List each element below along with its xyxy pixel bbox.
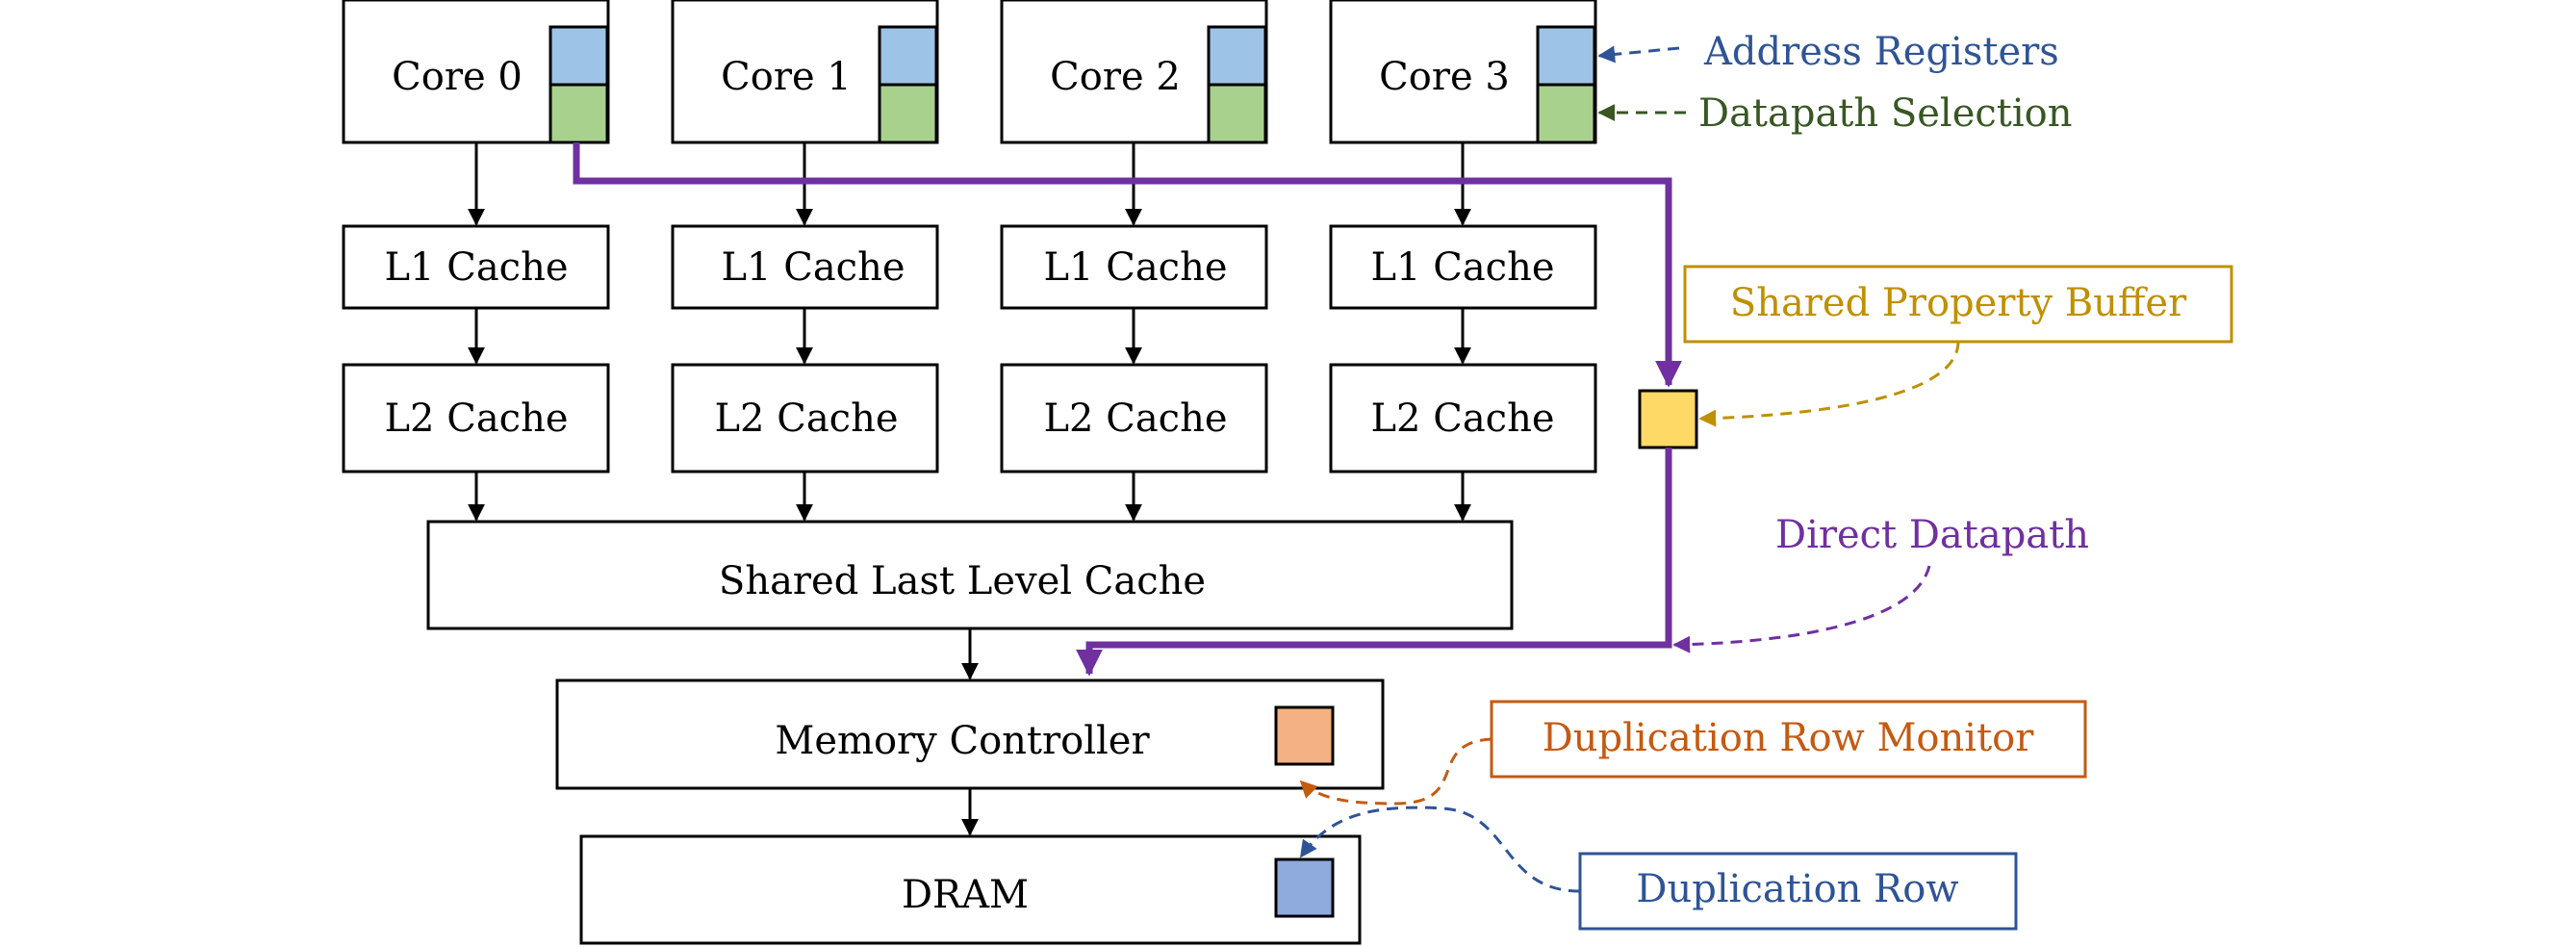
l2-cache-1 [671, 363, 939, 474]
l2-cache-2 [1000, 363, 1268, 474]
address-registers-label: Address Registers [1703, 30, 2059, 74]
duplication-row-callout [1578, 852, 2018, 931]
dram-box [579, 834, 1362, 945]
memory-controller-box [555, 678, 1385, 790]
direct-datapath-pointer [1672, 565, 1931, 653]
core-0-label: Core 0 [392, 55, 523, 99]
l2-cache-0-label: L2 Cache [384, 397, 568, 441]
l1-cache-3-label: L1 Cache [1370, 245, 1554, 290]
datapath-selection-label: Datapath Selection [1698, 91, 2073, 136]
duplication-row-pointer [1299, 806, 1581, 893]
l2-cache-1-label: L2 Cache [714, 397, 898, 441]
l2-cache-3 [1329, 363, 1597, 474]
core-2: Core 2 [1000, 0, 1268, 144]
l1-cache-1 [671, 224, 939, 310]
core-2-label: Core 2 [1050, 55, 1181, 99]
duplication-row-label: Duplication Row [1636, 867, 1958, 911]
l2-cache-3-label: L2 Cache [1370, 397, 1554, 441]
l2-cache-2-label: L2 Cache [1043, 397, 1227, 441]
datapath-selection-3 [1536, 83, 1596, 144]
l1-cache-2 [1000, 224, 1268, 310]
shared-llc-box [426, 520, 1514, 630]
duplication-row-monitor-label: Duplication Row Monitor [1543, 716, 2035, 760]
address-registers-pointer [1597, 45, 1680, 64]
core-1-label: Core 1 [721, 55, 852, 99]
l1-cache-0-label: L1 Cache [384, 245, 568, 290]
shared-property-buffer-label: Shared Property Buffer [1730, 281, 2187, 325]
address-register-2 [1207, 25, 1267, 87]
direct-datapath-lower-line [1076, 448, 1672, 677]
l1-cache-1-label: L1 Cache [721, 245, 905, 290]
memory-controller-label: Memory Controller [775, 719, 1150, 763]
address-register-1 [878, 25, 938, 87]
shared-property-buffer-square [1638, 389, 1698, 449]
l1-cache-2-label: L1 Cache [1043, 245, 1227, 290]
direct-datapath-upper-line [573, 142, 1682, 388]
l1-cache-3 [1329, 224, 1597, 310]
duplication-row-square [1274, 857, 1335, 918]
direct-datapath-label: Direct Datapath [1775, 513, 2089, 557]
shared-property-buffer-pointer [1698, 341, 1960, 427]
core-0: Core 0 [342, 0, 610, 144]
dram-label: DRAM [902, 873, 1029, 917]
l2-cache-0 [342, 363, 610, 474]
core-1: Core 1 [671, 0, 939, 144]
address-register-0 [548, 25, 609, 87]
l1-cache-0 [342, 224, 610, 310]
datapath-selection-0 [548, 83, 609, 144]
address-register-3 [1536, 25, 1596, 87]
duplication-row-monitor-square [1274, 705, 1335, 766]
datapath-selection-1 [878, 83, 938, 144]
core-3-label: Core 3 [1379, 55, 1510, 99]
core-3: Core 3 [1329, 0, 1597, 144]
shared-llc-label: Shared Last Level Cache [719, 559, 1206, 603]
duplication-row-monitor-pointer [1299, 737, 1492, 806]
datapath-selection-2 [1207, 83, 1267, 144]
